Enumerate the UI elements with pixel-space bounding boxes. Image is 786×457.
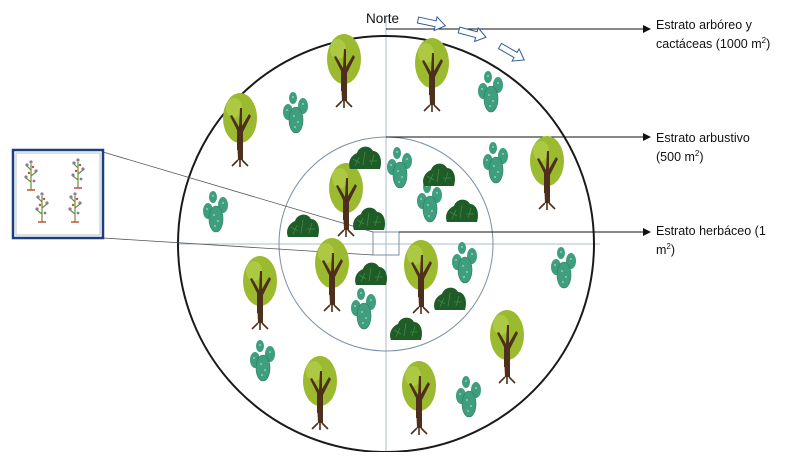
inset-callout-line-top xyxy=(102,151,374,233)
cactus-icon xyxy=(477,70,504,113)
cactus-icon xyxy=(350,287,377,330)
label-shrub-line2: (500 m2) xyxy=(656,149,704,165)
shrub-icon xyxy=(352,207,386,231)
cactus-icon xyxy=(416,180,443,223)
label-shrub-stratum: Estrato arbustivo (500 m2) xyxy=(656,129,750,167)
cactus-icon xyxy=(482,141,509,184)
label-arboreal-stratum: Estrato arbóreo y cactáceas (1000 m2) xyxy=(656,16,770,54)
cactus-icon xyxy=(455,375,482,418)
tree-icon xyxy=(326,33,362,109)
label-arboreal-line2: cactáceas (1000 m2) xyxy=(656,36,771,52)
cactus-icon xyxy=(386,146,413,189)
cactus-icon xyxy=(202,190,229,233)
tree-icon xyxy=(403,239,439,315)
shrub-icon xyxy=(286,214,320,238)
label-arboreal-line1: Estrato arbóreo y xyxy=(656,18,752,32)
shrub-icon xyxy=(445,199,479,223)
tree-icon xyxy=(302,355,338,431)
cactus-icon xyxy=(249,339,276,382)
tree-icon xyxy=(414,37,450,113)
tree-icon xyxy=(401,360,437,436)
label-herb-line2: m2) xyxy=(656,242,676,258)
shrub-icon xyxy=(422,163,456,187)
shrub-icon xyxy=(433,287,467,311)
cactus-icon xyxy=(282,91,309,134)
shrub-icon xyxy=(389,317,423,341)
label-herb-stratum: Estrato herbáceo (1 m2) xyxy=(656,222,766,260)
label-herb-line1: Estrato herbáceo (1 xyxy=(656,224,766,238)
shrub-icon xyxy=(348,146,382,170)
tree-icon xyxy=(222,92,258,168)
cactus-icon xyxy=(550,246,577,289)
leader-arrow-herb xyxy=(399,228,651,236)
shrub-icon xyxy=(354,262,388,286)
herb-plot-inset xyxy=(11,148,105,240)
label-shrub-line1: Estrato arbustivo xyxy=(656,131,750,145)
leader-arrow-arboreal xyxy=(386,25,651,33)
tree-icons xyxy=(222,33,565,436)
herb-plot-square xyxy=(372,231,400,256)
tree-icon xyxy=(489,309,525,385)
tree-icon xyxy=(529,135,565,211)
tree-icon xyxy=(314,237,350,313)
cactus-icon xyxy=(451,241,478,284)
north-label: Norte xyxy=(366,11,399,26)
leader-arrow-shrub xyxy=(386,133,651,141)
tree-icon xyxy=(242,255,278,331)
shrub-icons xyxy=(286,146,479,341)
